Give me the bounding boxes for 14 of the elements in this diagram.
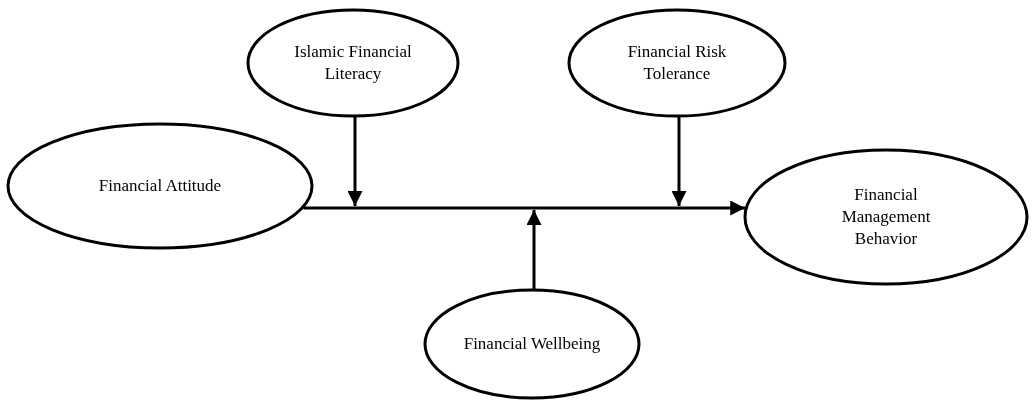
ellipse-node: [246, 8, 460, 118]
node-label: Islamic Financial Literacy: [293, 41, 413, 85]
ellipse-node: [743, 148, 1029, 286]
arrow: [671, 117, 687, 206]
node-label: Financial Attitude: [98, 175, 222, 197]
arrow: [347, 117, 363, 206]
node-label: Financial Risk Tolerance: [626, 41, 728, 85]
ellipse-node: [6, 122, 314, 250]
arrow: [526, 210, 542, 289]
ellipse-node: [423, 288, 641, 400]
arrow: [303, 200, 746, 216]
node-label: Financial Management Behavior: [840, 184, 932, 250]
ellipse-node: [567, 8, 787, 118]
node-label: Financial Wellbeing: [463, 333, 601, 355]
